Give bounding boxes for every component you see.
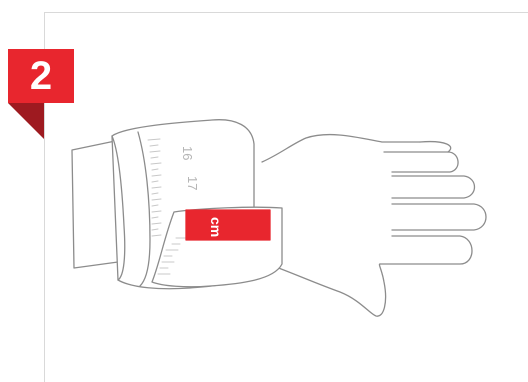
measuring-tape-icon — [111, 119, 283, 290]
tape-unit-strip — [185, 209, 271, 241]
step-number-badge: 2 — [8, 49, 74, 103]
wrist-measuring-tape-illustration: 16 17 cm — [71, 119, 487, 317]
content-frame — [44, 12, 528, 382]
tape-tick-label-17: 17 — [185, 176, 200, 190]
tape-tick-label-16: 16 — [180, 146, 195, 160]
tape-unit-label: cm — [208, 217, 224, 237]
hand-icon — [261, 133, 487, 317]
badge-fold-shadow — [8, 103, 44, 139]
